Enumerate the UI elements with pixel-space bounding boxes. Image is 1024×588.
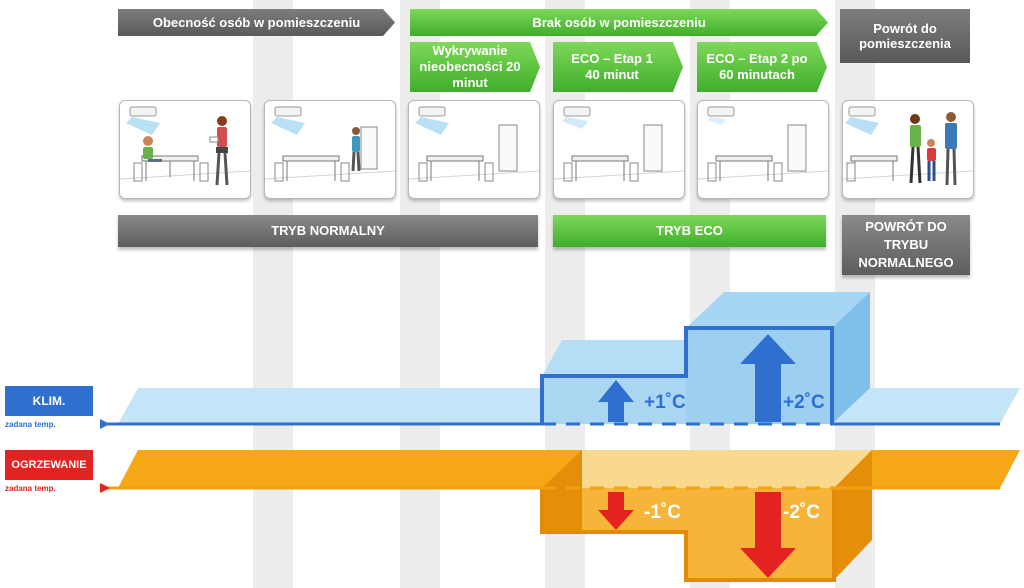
table-icon: [426, 155, 484, 162]
air-conditioner-icon: [274, 106, 302, 117]
person-icon: [351, 127, 361, 172]
phase-presence-header: Obecność osób w pomieszczeniu: [118, 9, 395, 36]
scene-empty-room-1: [408, 100, 540, 199]
room-illustration: [843, 106, 973, 186]
cooling-setpoint-label: zadana temp.: [5, 420, 56, 429]
step-detect-absence: Wykrywanie nieobecności 20 minut: [410, 42, 540, 92]
cooling-label: KLIM.: [5, 386, 93, 416]
scene-empty-room-2: [553, 100, 685, 199]
person-icon: [143, 136, 162, 162]
table-icon: [715, 155, 773, 162]
scene-person-leaving: [264, 100, 396, 199]
air-conditioner-icon: [563, 106, 591, 117]
air-conditioner-icon: [418, 106, 446, 117]
person-icon: [209, 116, 229, 186]
person-icon: [909, 114, 922, 184]
mode-return-bar: POWRÓT DO TRYBU NORMALNEGO: [842, 215, 970, 275]
cooling-delta-1: +1˚C: [644, 392, 686, 413]
phase-return-header: Powrót do pomieszczenia: [840, 9, 970, 63]
room-illustration: [120, 106, 250, 186]
scene-family-returns: [842, 100, 974, 199]
column-band: [253, 0, 293, 588]
heating-delta-2: -2˚C: [783, 502, 820, 523]
door-icon: [643, 124, 663, 172]
phase-absence-header: Brak osób w pomieszczeniu: [410, 9, 828, 36]
air-conditioner-icon: [707, 106, 735, 117]
table-icon: [282, 155, 340, 162]
step-eco-2: ECO – Etap 2 po 60 minutach: [697, 42, 827, 92]
door-icon: [360, 126, 378, 170]
cooling-marker-icon: [100, 419, 110, 429]
air-conditioner-icon: [129, 106, 157, 117]
heating-label: OGRZEWANIE: [5, 450, 93, 480]
column-band: [400, 0, 440, 588]
person-icon: [927, 139, 936, 181]
room-illustration: [409, 106, 539, 182]
heating-marker-icon: [100, 483, 110, 493]
room-illustration: [554, 106, 684, 182]
heating-setpoint-label: zadana temp.: [5, 484, 56, 493]
step-eco-1: ECO – Etap 1 40 minut: [553, 42, 683, 92]
door-icon: [498, 124, 518, 172]
person-icon: [945, 112, 957, 186]
arrow-up-icon: [598, 380, 634, 422]
air-conditioner-icon: [848, 106, 876, 117]
room-illustration: [698, 106, 828, 182]
cooling-delta-2: +2˚C: [783, 392, 825, 413]
arrow-down-icon: [598, 492, 634, 530]
heating-delta-1: -1˚C: [644, 502, 681, 523]
room-illustration: [265, 106, 395, 182]
mode-eco-bar: TRYB ECO: [553, 215, 826, 247]
scene-person-sitting: [119, 100, 251, 199]
scene-empty-room-3: [697, 100, 829, 199]
arrow-down-icon: [740, 492, 796, 578]
heating-band: -1˚C -2˚C: [100, 450, 1020, 582]
table-icon: [850, 155, 898, 162]
arrow-up-icon: [740, 334, 796, 422]
mode-normal-bar: TRYB NORMALNY: [118, 215, 538, 247]
door-icon: [787, 124, 807, 172]
table-icon: [571, 155, 629, 162]
cooling-band: +1˚C +2˚C: [100, 292, 1020, 426]
